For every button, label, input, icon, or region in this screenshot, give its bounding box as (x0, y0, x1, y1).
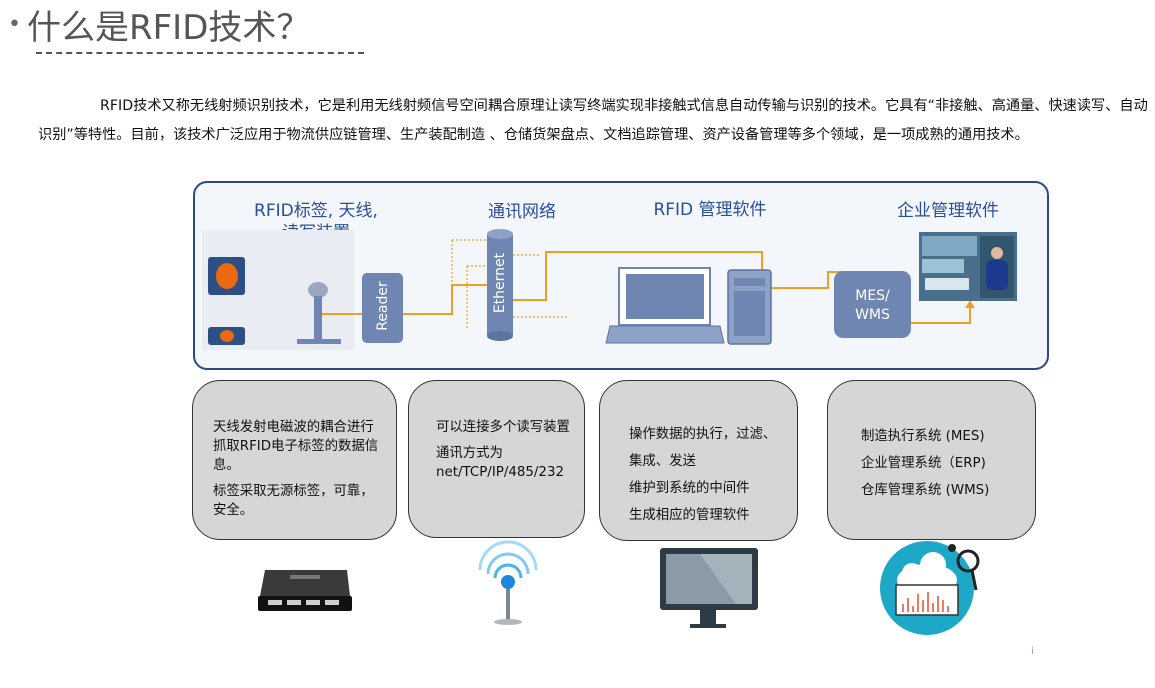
antenna-base (297, 339, 341, 344)
header-network: 通讯网络 (488, 202, 556, 222)
arrow-head (965, 300, 975, 308)
title-bullet: • (8, 12, 21, 37)
rfid-tag-small-chip (220, 330, 234, 342)
antenna-pole (314, 296, 322, 340)
box-enterprise-line3: 仓库管理系统 (WMS) (861, 483, 990, 498)
box-enterprise-line2: 企业管理系统（ERP) (861, 456, 986, 471)
wire-mes-enterprise (911, 307, 971, 324)
slide-title: •什么是RFID技术？ (8, 0, 310, 49)
description-box-tags: 天线发射电磁波的耦合进行抓取RFID电子标签的数据信息。 标签采取无源标签，可靠… (192, 380, 397, 540)
intro-text: RFID技术又称无线射频识别技术，它是利用无线射频信号空间耦合原理让读写终端实现… (38, 98, 1148, 143)
ethernet-cylinder (487, 234, 513, 336)
mes-line2: WMS (855, 307, 890, 323)
description-box-network: 可以连接多个读写装置 通讯方式为net/TCP/IP/485/232 (408, 380, 585, 538)
reader-label: Reader (375, 281, 391, 331)
header-enterprise: 企业管理软件 (897, 201, 999, 221)
description-box-enterprise: 制造执行系统 (MES) 企业管理系统（ERP) 仓库管理系统 (WMS) (827, 380, 1036, 540)
box-enterprise-line1: 制造执行系统 (MES) (861, 429, 985, 444)
box-software-line3: 生成相应的管理软件 (629, 508, 750, 523)
box-tags-line2: 标签采取无源标签，可靠，安全。 (213, 484, 374, 518)
wire-ethernet-server (513, 251, 763, 301)
laptop-keyboard (605, 325, 725, 344)
mes-wms-label: MES/ WMS (834, 287, 911, 325)
box-software-line1: 操作数据的执行，过滤、集成、发送 (629, 427, 777, 469)
box-software-line2: 维护到系统的中间件 (629, 481, 750, 496)
header-tags-line1: RFID标签, 天线, (254, 201, 378, 221)
monitor-icon (660, 548, 758, 628)
rfid-tag-large-chip (216, 263, 238, 289)
mes-line1: MES/ (855, 288, 890, 304)
antenna-head (308, 282, 328, 298)
box-network-line1: 可以连接多个读写装置 (436, 420, 570, 435)
description-box-software: 操作数据的执行，过滤、集成、发送 维护到系统的中间件 生成相应的管理软件 (599, 380, 798, 541)
title-text: 什么是RFID技术？ (26, 8, 311, 48)
header-software: RFID 管理软件 (653, 200, 767, 220)
intro-paragraph: RFID技术又称无线射频识别技术，它是利用无线射频信号空间耦合原理让读写终端实现… (38, 92, 1150, 150)
wireless-antenna-icon (478, 540, 538, 625)
page-mark: i (1031, 646, 1034, 657)
mes-wms-box (834, 271, 911, 338)
ethernet-label: Ethernet (492, 252, 508, 314)
title-underline (36, 52, 364, 54)
wire-reader-ethernet (403, 284, 487, 315)
box-tags-line1: 天线发射电磁波的耦合进行抓取RFID电子标签的数据信息。 (213, 420, 379, 473)
box-network-line2: 通讯方式为net/TCP/IP/485/232 (436, 446, 564, 480)
cloud-analytics-icon (880, 541, 980, 635)
reader-device (362, 273, 403, 343)
rfid-reader-device-icon (258, 570, 352, 611)
